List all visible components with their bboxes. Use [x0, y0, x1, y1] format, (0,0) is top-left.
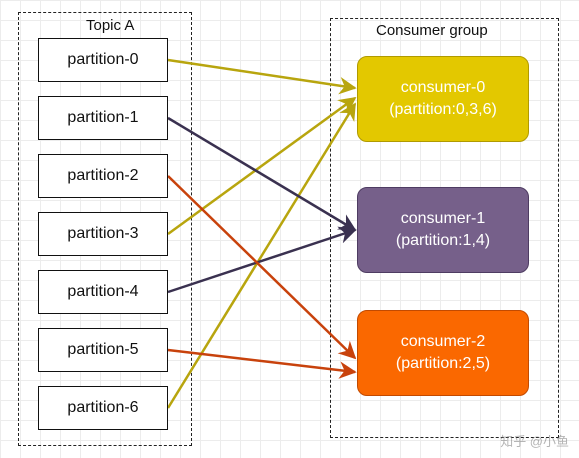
- topic-group-box: [18, 12, 192, 446]
- partition-1-box: partition-1: [38, 96, 168, 140]
- topic-title: Topic A: [86, 17, 135, 34]
- arrow-partition-5-to-consumer-2: [167, 348, 357, 379]
- partition-label: partition-5: [67, 341, 139, 358]
- consumer-group-title: Consumer group: [376, 22, 488, 39]
- partition-2-box: partition-2: [38, 154, 168, 198]
- arrow-partition-2-to-consumer-2: [167, 175, 357, 360]
- arrow-partition-4-to-consumer-1: [167, 226, 357, 294]
- partition-label: partition-6: [67, 399, 139, 416]
- partition-label: partition-1: [67, 109, 139, 126]
- partition-0-box: partition-0: [38, 38, 168, 82]
- consumer-name: consumer-1: [400, 210, 486, 227]
- partition-4-box: partition-4: [38, 270, 168, 314]
- watermark: 知乎 @小鱼: [500, 434, 569, 449]
- partition-5-box: partition-5: [38, 328, 168, 372]
- arrow-partition-0-to-consumer-0: [167, 58, 357, 95]
- partition-label: partition-3: [67, 225, 139, 242]
- consumer-name: consumer-0: [400, 79, 486, 96]
- consumer-0-box: consumer-0 (partition:0,3,6): [357, 56, 529, 142]
- arrow-partition-3-to-consumer-0: [167, 96, 357, 236]
- consumer-assignment: (partition:2,5): [395, 355, 491, 372]
- arrow-partition-1-to-consumer-1: [167, 116, 357, 232]
- consumer-assignment: (partition:0,3,6): [389, 101, 497, 118]
- consumer-1-box: consumer-1 (partition:1,4): [357, 187, 529, 273]
- partition-label: partition-2: [67, 167, 139, 184]
- consumer-group-box: [330, 18, 559, 438]
- partition-3-box: partition-3: [38, 212, 168, 256]
- consumer-name: consumer-2: [400, 333, 486, 350]
- consumer-2-box: consumer-2 (partition:2,5): [357, 310, 529, 396]
- partition-6-box: partition-6: [38, 386, 168, 430]
- arrow-partition-6-to-consumer-0: [166, 102, 357, 409]
- partition-label: partition-0: [67, 51, 139, 68]
- partition-label: partition-4: [67, 283, 139, 300]
- consumer-assignment: (partition:1,4): [395, 232, 491, 249]
